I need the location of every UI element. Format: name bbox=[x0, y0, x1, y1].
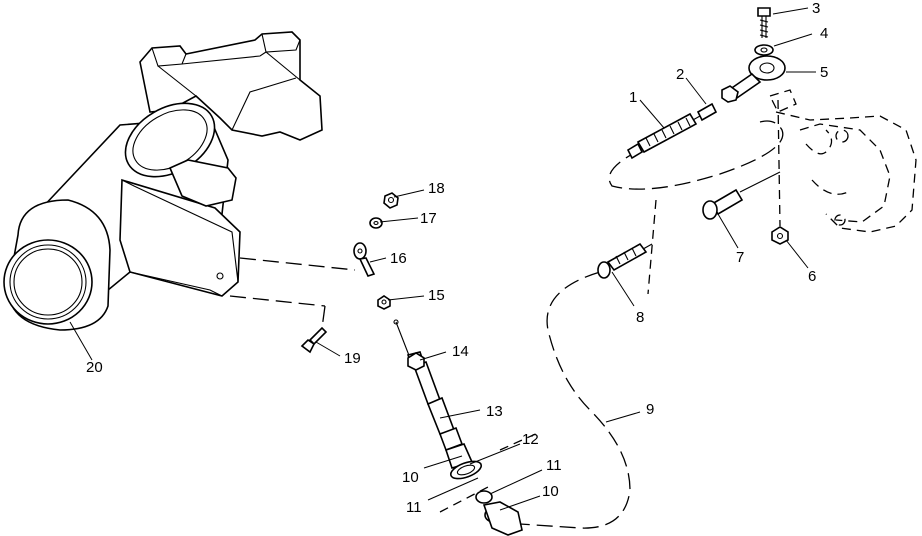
callout-9: 9 bbox=[646, 401, 654, 418]
callout-15: 15 bbox=[428, 287, 445, 304]
leader-lines bbox=[69, 7, 816, 511]
callout-1: 1 bbox=[629, 89, 637, 106]
callout-17: 17 bbox=[420, 210, 437, 227]
callout-10-lower: 10 bbox=[542, 483, 559, 500]
callout-19: 19 bbox=[344, 350, 361, 367]
upper-right-assembly bbox=[597, 7, 917, 279]
callout-7: 7 bbox=[736, 249, 744, 266]
callout-5: 5 bbox=[820, 64, 828, 81]
callout-labels: 1 2 3 4 5 6 7 8 9 10 10 11 11 12 13 14 1… bbox=[86, 0, 828, 516]
callout-16: 16 bbox=[390, 250, 407, 267]
callout-6: 6 bbox=[808, 268, 816, 285]
callout-8: 8 bbox=[636, 309, 644, 326]
callout-2: 2 bbox=[676, 66, 684, 83]
control-cable-end bbox=[393, 319, 483, 480]
callout-20: 20 bbox=[86, 359, 103, 376]
callout-18: 18 bbox=[428, 180, 445, 197]
callout-12: 12 bbox=[522, 431, 539, 448]
callout-14: 14 bbox=[452, 343, 469, 360]
callout-3: 3 bbox=[812, 0, 820, 17]
callout-4: 4 bbox=[820, 25, 828, 42]
small-hardware bbox=[300, 192, 523, 536]
connector-lines bbox=[229, 120, 784, 529]
callout-10-upper: 10 bbox=[402, 469, 419, 486]
callout-11-left: 11 bbox=[406, 499, 422, 516]
callout-13: 13 bbox=[486, 403, 503, 420]
housing-assembly bbox=[3, 31, 323, 331]
callout-11-right: 11 bbox=[546, 457, 562, 474]
